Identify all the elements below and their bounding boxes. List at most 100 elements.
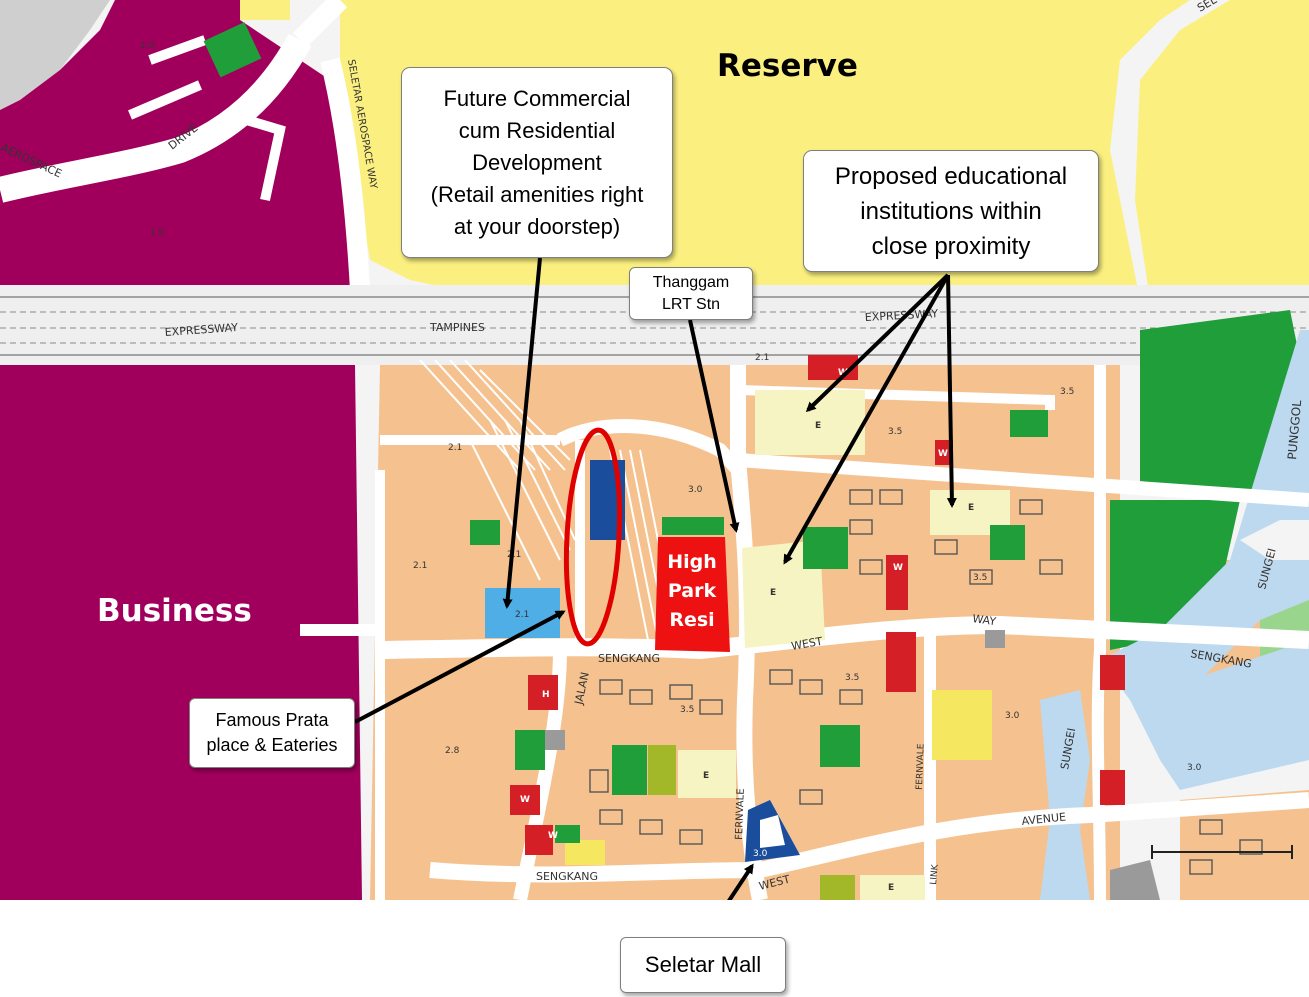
white-site-plot bbox=[932, 690, 992, 760]
aerospace-drive-north bbox=[292, 0, 348, 48]
callout-seletar-mall: Seletar Mall bbox=[620, 937, 786, 993]
landed-housing-blocks bbox=[419, 359, 681, 651]
commercial-plot bbox=[485, 588, 560, 638]
plot-ratio: 3.0 bbox=[753, 849, 768, 859]
road-label-punggol: PUNGGOL bbox=[1285, 399, 1304, 460]
arrow-to-school-2 bbox=[783, 274, 950, 565]
park-plot-1 bbox=[612, 745, 647, 795]
zone-letter: E bbox=[968, 503, 974, 513]
plot-ratio: 3.0 bbox=[688, 485, 703, 495]
callout-prata-eateries: Famous Prata place & Eateries bbox=[189, 698, 355, 768]
arrow-to-school-1 bbox=[805, 273, 950, 413]
arrow-to-lrt bbox=[688, 319, 740, 533]
zone-letter: W bbox=[520, 795, 530, 805]
sungei-punggol-waterway bbox=[1100, 330, 1309, 700]
park-east-north bbox=[1140, 310, 1300, 490]
zone-letter: E bbox=[888, 883, 894, 893]
civic-plot-7 bbox=[1100, 655, 1125, 690]
plot-ratio: 3.0 bbox=[1005, 711, 1020, 721]
plot-ratio: 3.5 bbox=[845, 673, 859, 683]
civic-plot-1 bbox=[510, 785, 540, 815]
seletar-mall-inner bbox=[760, 815, 785, 848]
plot-ratio: 2.8 bbox=[445, 746, 460, 756]
park-plot-9 bbox=[820, 875, 855, 900]
school-plot-4 bbox=[678, 750, 736, 798]
road-label-expressway-east: EXPRESSWAY bbox=[864, 307, 938, 324]
utility-plot-2 bbox=[545, 730, 565, 750]
park-plot-8 bbox=[470, 520, 500, 545]
road-label-fernvale: FERNVALE bbox=[734, 788, 747, 840]
plot-ratio: 2.1 bbox=[507, 550, 521, 560]
zone-letter: E bbox=[770, 588, 776, 598]
callout-educational-institutions: Proposed educational institutions within… bbox=[803, 150, 1099, 272]
road-label-west-1: WEST bbox=[790, 635, 824, 653]
road-label-avenue: AVENUE bbox=[1021, 810, 1067, 828]
park-east-mid bbox=[1110, 500, 1240, 650]
road-label-way: WAY bbox=[972, 612, 998, 628]
arrow-to-commercial-plot bbox=[502, 257, 542, 609]
park-plot-2 bbox=[648, 745, 676, 795]
arrow-to-school-3 bbox=[946, 274, 957, 508]
waterway-southeast bbox=[1040, 690, 1090, 900]
sengkang-west-avenue bbox=[737, 453, 1309, 507]
zone-letters: E E E E E H W W W W W bbox=[520, 368, 974, 893]
plot-ratio: 3.5 bbox=[888, 427, 902, 437]
zone-letter: W bbox=[893, 563, 903, 573]
road-label-link: LINK bbox=[929, 863, 941, 885]
plot-ratio: 3.5 bbox=[680, 705, 694, 715]
zone-letter: W bbox=[938, 449, 948, 459]
zone-letter: W bbox=[548, 831, 558, 841]
park-plot-6 bbox=[1010, 410, 1048, 437]
park-plot-7 bbox=[515, 730, 545, 770]
school-plot-1 bbox=[755, 390, 865, 455]
civic-plot-5 bbox=[935, 440, 953, 465]
plot-ratio: 2.1 bbox=[515, 610, 529, 620]
plot-ratio: 2.1 bbox=[413, 561, 427, 571]
small-yellow-plot bbox=[230, 0, 290, 20]
civic-plot-3 bbox=[886, 555, 908, 610]
pointer-arrows bbox=[354, 257, 957, 900]
arrow-to-seletar-mall bbox=[727, 863, 754, 900]
waterway-coast bbox=[1130, 640, 1309, 790]
callout-thanggam-lrt: Thanggam LRT Stn bbox=[629, 267, 753, 320]
park-plot-4 bbox=[803, 527, 848, 569]
nw-service-roads bbox=[128, 35, 286, 202]
zone-letter: H bbox=[542, 690, 550, 700]
utility-plot-1 bbox=[985, 630, 1005, 648]
park-plot-3 bbox=[820, 725, 860, 767]
sengkang-west-road bbox=[429, 792, 1309, 883]
nw-green-plot bbox=[203, 22, 262, 78]
zone-letter: E bbox=[815, 421, 821, 431]
school-plot-5 bbox=[860, 875, 925, 900]
business-zone-label: Business bbox=[97, 593, 252, 629]
civic-plot-8 bbox=[1100, 770, 1125, 805]
health-plot-1 bbox=[528, 675, 558, 710]
plot-ratio: 3.5 bbox=[973, 573, 987, 583]
jalan-kayu-south bbox=[513, 649, 567, 900]
road-label-sengkang-3: SENGKANG bbox=[536, 870, 598, 883]
scale-bar bbox=[1151, 845, 1293, 859]
high-park-resi-site bbox=[655, 537, 730, 652]
zone-letter: W bbox=[838, 368, 848, 378]
plot-ratio: 2.1 bbox=[448, 443, 462, 453]
road-label-sengkang-west-way: SENGKANG bbox=[598, 652, 660, 665]
civic-plot-4 bbox=[886, 632, 916, 692]
punggol-road bbox=[1091, 365, 1106, 900]
reserve-zone-east bbox=[1135, 0, 1309, 300]
seletar-aerospace-way-road bbox=[320, 57, 370, 291]
arrow-to-eateries bbox=[354, 610, 566, 724]
commercial-strip-highlight bbox=[563, 427, 623, 647]
park-plot-10 bbox=[555, 825, 580, 843]
park-plot-5 bbox=[990, 525, 1025, 560]
aerospace-drive-road bbox=[0, 33, 312, 203]
road-label-fernvale-2: FERNVALE bbox=[915, 743, 927, 790]
grey-zone bbox=[0, 0, 110, 110]
utility-plot-3 bbox=[1110, 860, 1160, 900]
plot-ratio: 3.5 bbox=[1060, 387, 1074, 397]
plot-ratio-labels: 1.0 1.0 2.1 2.1 2.1 2.1 3.0 3.5 3.5 3.5 … bbox=[140, 41, 1202, 859]
loop-road bbox=[556, 419, 744, 475]
road-label-expressway-west: EXPRESSWAY bbox=[164, 321, 238, 339]
hdb-blocks bbox=[589, 489, 1263, 875]
high-park-resi-label: High Park Resi bbox=[667, 551, 717, 631]
reserve-zone-label: Reserve bbox=[717, 48, 858, 84]
